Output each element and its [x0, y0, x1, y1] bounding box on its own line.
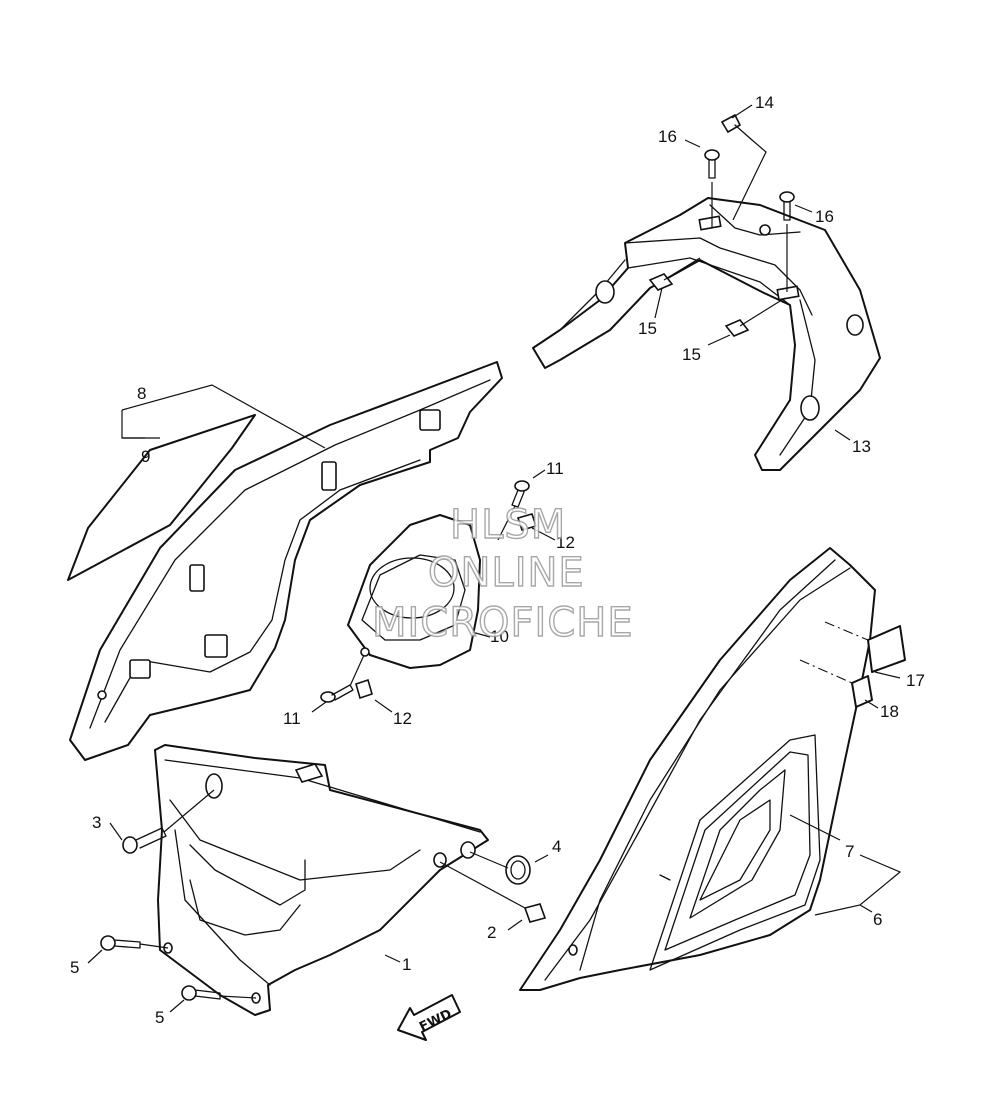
nut-12-bottom [355, 678, 373, 700]
screw-11-top [497, 480, 530, 541]
nut-15-right [724, 297, 786, 337]
bolt-2 [439, 861, 547, 923]
callout-5-upper: 5 [70, 958, 79, 977]
part-13-rear-bracket [532, 197, 881, 471]
watermark: HLSM ONLINE MICROFICHE [371, 501, 634, 646]
callout-11-bottom: 11 [283, 709, 301, 728]
watermark-line-3: MICROFICHE [372, 600, 634, 646]
fwd-direction-marker: FWD [397, 994, 461, 1041]
callout-17: 17 [906, 671, 925, 690]
callout-15-right: 15 [682, 345, 701, 364]
callout-5-lower: 5 [155, 1008, 164, 1027]
callout-14: 14 [755, 93, 774, 112]
screw-5-lower [181, 985, 257, 1001]
callout-6: 6 [873, 910, 882, 929]
callout-18: 18 [880, 702, 899, 721]
part-9-decal [67, 414, 256, 581]
callout-2: 2 [487, 923, 496, 942]
callout-11-top: 11 [546, 459, 564, 478]
callout-13: 13 [852, 437, 871, 456]
screw-3 [122, 789, 215, 854]
callout-15-left: 15 [638, 319, 657, 338]
part-17-decal [867, 625, 906, 673]
part-8-side-cover-left [69, 361, 503, 761]
callout-1: 1 [402, 955, 411, 974]
screw-11-bottom [320, 654, 365, 703]
callout-4: 4 [552, 837, 561, 856]
callout-9: 9 [141, 447, 150, 466]
nut-15-left [648, 257, 701, 291]
part-6-side-cover-right [519, 547, 876, 991]
callout-10: 10 [490, 627, 509, 646]
part-18-decal [851, 675, 873, 708]
callout-8: 8 [137, 384, 146, 403]
grommet-4 [469, 851, 531, 885]
callout-12-top: 12 [556, 533, 575, 552]
part-10-center-cover [347, 514, 481, 669]
screw-14 [720, 113, 767, 221]
callout-12-bottom: 12 [393, 709, 412, 728]
screw-5-upper [100, 935, 169, 951]
callout-3: 3 [92, 813, 101, 832]
callout-16-right: 16 [815, 207, 834, 226]
screw-16-right [779, 191, 795, 292]
part-1-lower-cover [154, 744, 489, 1016]
watermark-line-2: ONLINE [428, 550, 585, 596]
watermark-line-1: HLSM [450, 502, 566, 548]
callout-16-left: 16 [658, 127, 677, 146]
callout-7: 7 [845, 842, 854, 861]
nut-12-top [516, 513, 538, 531]
screw-16-left [704, 149, 720, 228]
